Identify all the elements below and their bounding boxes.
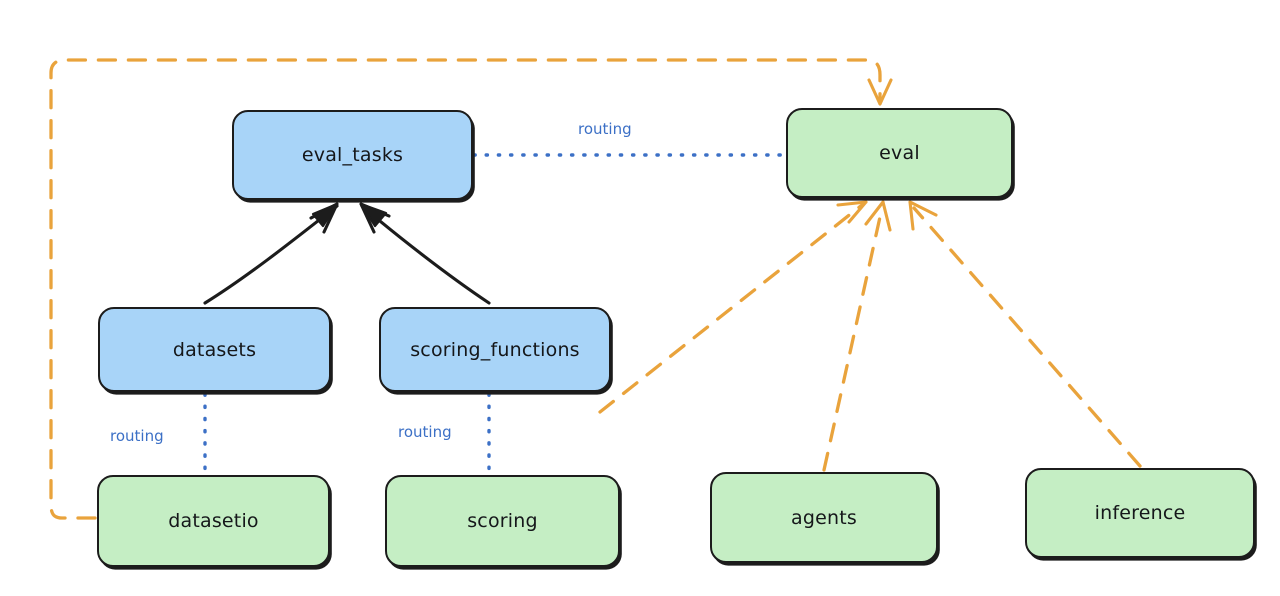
node-label: datasetio	[168, 510, 259, 532]
node-scoring-functions[interactable]: scoring_functions	[379, 307, 611, 392]
edge-label-routing-datasets-datasetio: routing	[110, 427, 164, 445]
node-datasetio[interactable]: datasetio	[97, 475, 330, 567]
node-scoring[interactable]: scoring	[385, 475, 620, 567]
edge-inference-to-eval	[908, 200, 1142, 468]
node-datasets[interactable]: datasets	[98, 307, 331, 392]
node-label: scoring	[467, 510, 538, 532]
node-eval-tasks[interactable]: eval_tasks	[232, 110, 473, 200]
edge-label-routing-eval-tasks-eval: routing	[578, 120, 632, 138]
edge-agents-to-eval	[822, 200, 892, 472]
edge-datasets-to-eval-tasks	[203, 202, 339, 305]
node-label: inference	[1094, 502, 1186, 524]
edge-scoring-to-eval	[598, 200, 868, 414]
node-eval[interactable]: eval	[786, 108, 1013, 198]
node-label: scoring_functions	[410, 338, 580, 361]
edge-scoring-functions-to-eval-tasks	[359, 202, 491, 305]
edge-label-routing-scoring-functions-scoring: routing	[398, 423, 452, 441]
node-label: eval	[879, 142, 920, 164]
node-label: eval_tasks	[301, 144, 404, 166]
node-label: agents	[791, 506, 857, 529]
node-inference[interactable]: inference	[1025, 468, 1255, 558]
node-label: datasets	[172, 338, 257, 361]
node-agents[interactable]: agents	[710, 472, 938, 563]
